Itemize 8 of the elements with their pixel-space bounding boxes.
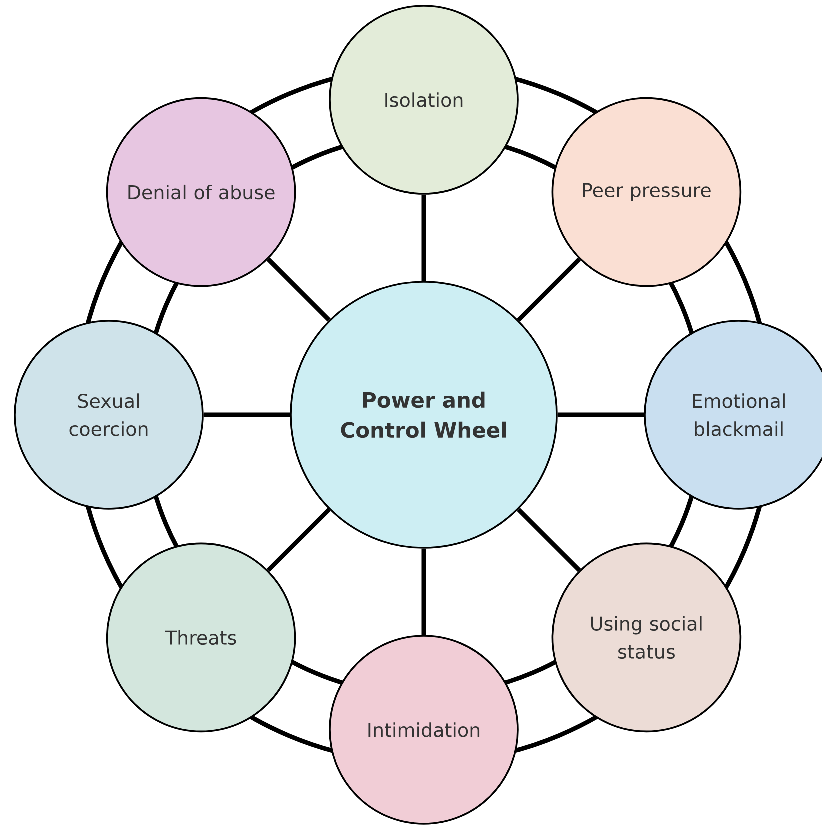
spoke-line [517, 508, 582, 572]
spoke-line [517, 258, 582, 322]
spoke-line [558, 412, 644, 418]
spoke-line [422, 548, 426, 636]
spoke-line [204, 412, 290, 418]
spoke-line [266, 258, 331, 322]
spoke-line [266, 508, 331, 572]
spoke-line [422, 194, 426, 282]
